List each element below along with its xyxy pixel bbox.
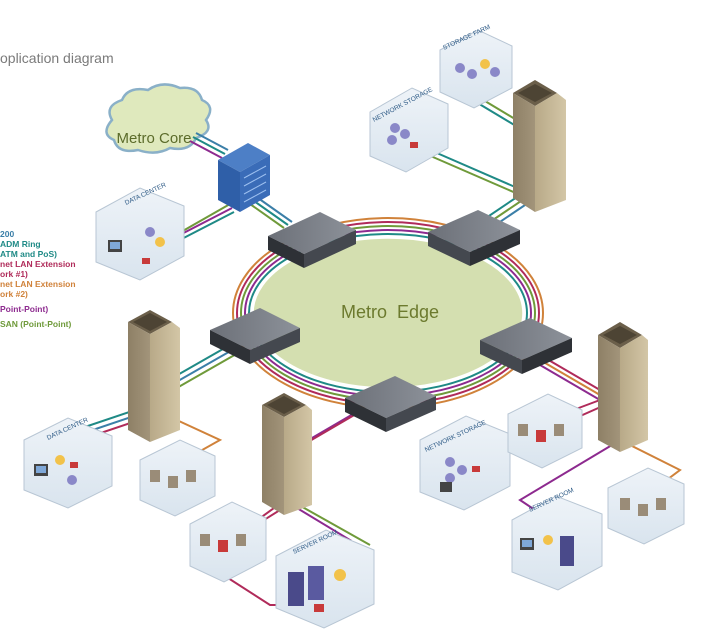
tower-right-icon	[598, 322, 648, 452]
room-network-storage-right: NETWORK STORAGE	[419, 415, 511, 511]
room-right-bottom-racks	[607, 467, 685, 545]
blue-building-icon	[218, 143, 270, 212]
room-right-top-racks	[507, 393, 583, 469]
switch-bottom-icon	[345, 376, 436, 432]
metro-core-cloud	[105, 83, 212, 154]
switch-left-icon	[210, 308, 300, 364]
room-server-room-right: SERVER ROOM	[511, 487, 603, 591]
legend-item: ATM and PoS)	[0, 249, 57, 259]
legend-item: ADM Ring	[0, 239, 41, 249]
legend-item: Point-Point)	[0, 304, 49, 314]
room-bottom-racks	[189, 501, 267, 583]
legend-item: SAN (Point-Point)	[0, 319, 72, 329]
room-left-racks	[139, 439, 216, 517]
legend-item: ork #1)	[0, 269, 28, 279]
legend-item: net LAN Extension	[0, 259, 76, 269]
tower-left-icon	[128, 310, 180, 442]
switch-top-left-icon	[268, 212, 356, 268]
legend: 200 ADM Ring ATM and PoS) net LAN Extens…	[0, 229, 76, 329]
legend-item: ork #2)	[0, 289, 28, 299]
room-data-center-left: DATA CENTER	[23, 417, 113, 509]
room-storage-farm: STORAGE FARM	[439, 24, 513, 109]
tower-top-right-icon	[513, 80, 566, 212]
metro-core-label: Metro Core	[116, 130, 191, 147]
legend-item: net LAN Extension	[0, 279, 76, 289]
room-data-center-top: DATA CENTER	[95, 182, 185, 281]
switch-right-icon	[480, 318, 572, 374]
switch-top-right-icon	[428, 210, 520, 266]
metro-edge-label: Metro Edge	[341, 302, 439, 322]
room-server-room-bottom: SERVER ROOM	[275, 529, 375, 629]
legend-item: 200	[0, 229, 15, 239]
diagram-title: oplication diagram	[0, 50, 114, 66]
tower-bottom-icon	[262, 393, 312, 515]
